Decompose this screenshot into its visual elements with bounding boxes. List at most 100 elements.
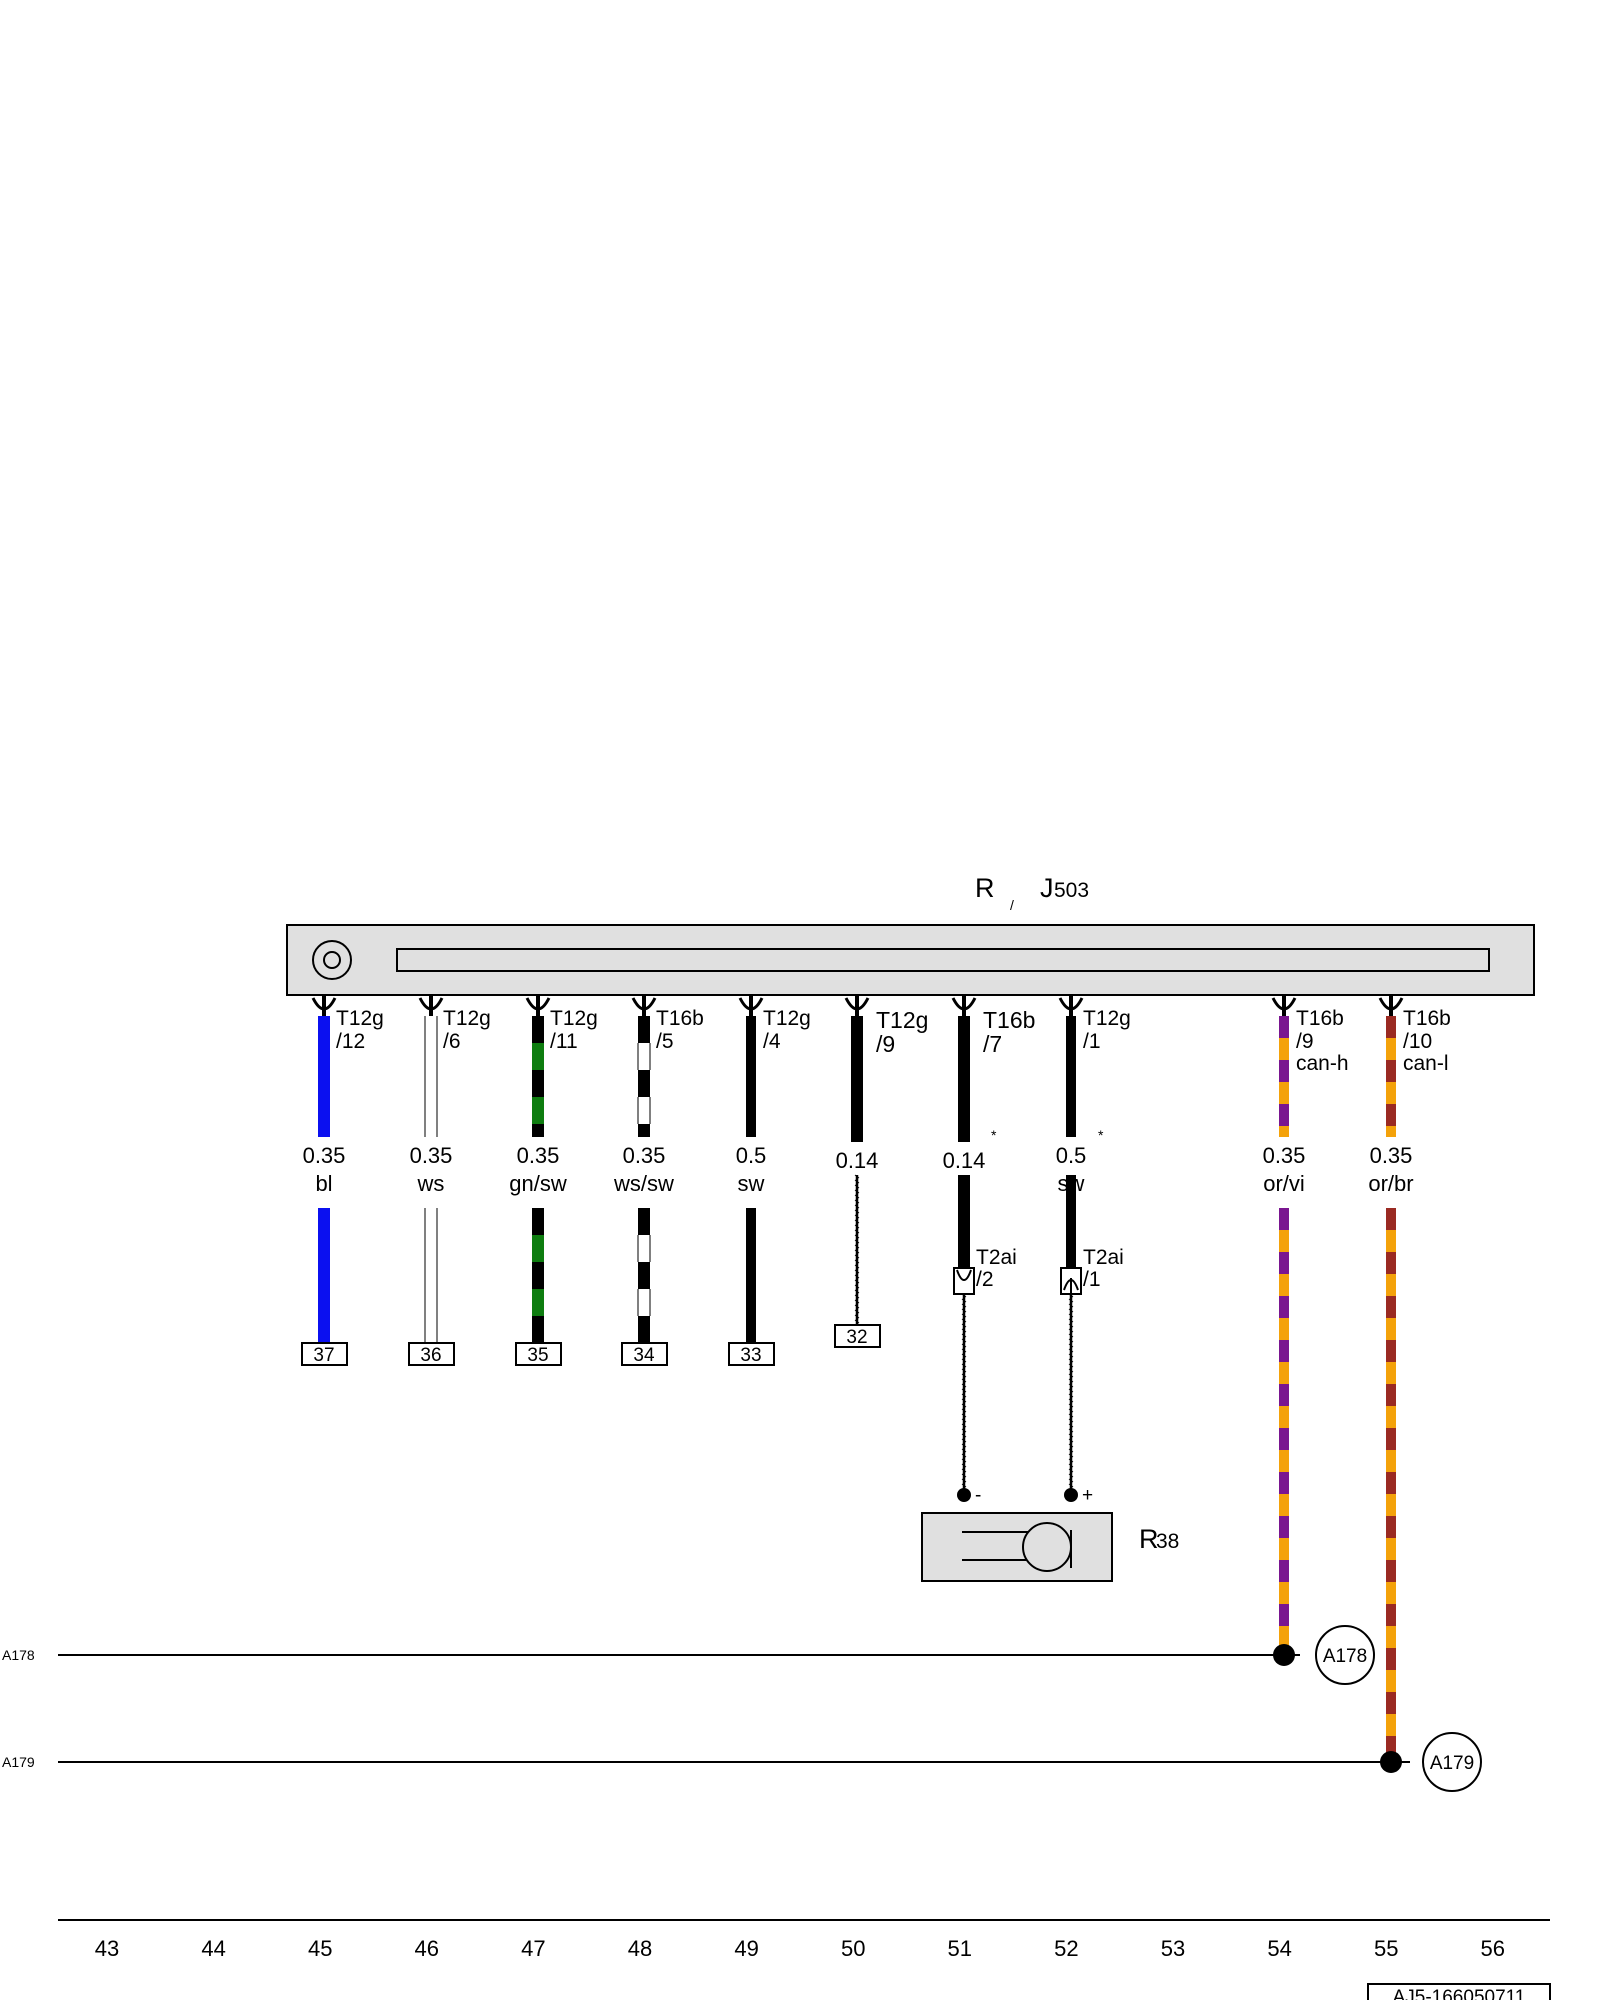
- wire-twisted-segment-hatch: [854, 1309, 860, 1314]
- housing-mount-icon: [312, 940, 352, 980]
- wire-twisted-segment-hatch: [854, 1224, 860, 1229]
- bus-line-label-a178: A178: [2, 1647, 35, 1663]
- wire-twisted-segment-hatch: [961, 1338, 967, 1343]
- wire-lower-segment-stripe: [1386, 1516, 1396, 1538]
- wire-lower-segment-stripe: [638, 1289, 650, 1316]
- wire-twisted-segment-hatch: [1068, 1358, 1074, 1363]
- wire-upper-segment: [958, 1016, 970, 1142]
- wire-lower-segment-stripe: [1386, 1208, 1396, 1230]
- wire-twisted-segment-hatch: [854, 1209, 860, 1214]
- wire-twisted-segment-hatch: [961, 1433, 967, 1438]
- wire-twisted-segment-hatch: [961, 1423, 967, 1428]
- wire-lower-segment-stripe: [1386, 1494, 1396, 1516]
- wire-lower-segment-stripe: [1386, 1692, 1396, 1714]
- wire-upper-segment-stripe: [1386, 1126, 1396, 1137]
- connector-pin-label: /6: [443, 1030, 461, 1053]
- connector-pin-icon: [1271, 995, 1297, 1016]
- scale-number: 45: [308, 1936, 332, 1961]
- wire-size-label: 0.35: [1263, 1143, 1306, 1168]
- wire-twisted-segment-hatch: [1068, 1443, 1074, 1448]
- wire-twisted-segment-hatch: [961, 1448, 967, 1453]
- wire-twisted-segment-hatch: [1068, 1363, 1074, 1368]
- wire-twisted-segment-hatch: [1068, 1388, 1074, 1393]
- wire-twisted-segment-hatch: [854, 1314, 860, 1319]
- terminal-number: 35: [527, 1345, 548, 1366]
- scale-number: 48: [628, 1936, 652, 1961]
- wire-twisted-segment-hatch: [961, 1293, 967, 1298]
- wire-twisted-segment-hatch: [961, 1353, 967, 1358]
- scale-number: 55: [1374, 1936, 1398, 1961]
- drawing-id-frame: [1367, 1983, 1551, 2000]
- wire-color-label: ws/sw: [613, 1171, 674, 1196]
- terminal-number: 36: [420, 1345, 441, 1366]
- wire-lower-segment-stripe: [1279, 1494, 1289, 1516]
- wire-twisted-segment-hatch: [854, 1269, 860, 1274]
- wire-twisted-segment-hatch: [961, 1373, 967, 1378]
- wire-twisted-segment-hatch: [961, 1328, 967, 1333]
- wire-lower-segment-stripe: [1279, 1296, 1289, 1318]
- terminal-box: [408, 1342, 455, 1366]
- wire-upper-segment-stripe: [638, 1043, 650, 1070]
- wire-lower-segment-fill: [318, 1208, 330, 1343]
- wire-upper-segment-fill: [318, 1016, 330, 1137]
- wire-twisted-segment-hatch: [854, 1289, 860, 1294]
- wire-twisted-segment-hatch: [1068, 1343, 1074, 1348]
- wire-size-label: 0.5: [1056, 1143, 1087, 1168]
- wire-twisted-segment-hatch: [854, 1219, 860, 1224]
- wire-lower-segment-stripe: [1386, 1714, 1396, 1736]
- wire-twisted-segment-hatch: [1068, 1313, 1074, 1318]
- wire-lower-segment-stripe: [1279, 1362, 1289, 1384]
- sub-connector-label: T2ai: [976, 1246, 1017, 1269]
- wire-twisted-segment-hatch: [854, 1274, 860, 1279]
- wire-twisted-segment-hatch: [854, 1259, 860, 1264]
- wire-twisted-segment-hatch: [1068, 1293, 1074, 1298]
- wire-lower-segment-stripe: [1279, 1428, 1289, 1450]
- connector-label: T12g: [876, 1007, 928, 1033]
- bus-line-label-a179: A179: [2, 1754, 35, 1770]
- wire-lower-segment-stripe: [1279, 1582, 1289, 1604]
- wire-lower-segment-stripe: [1386, 1736, 1396, 1758]
- wire-lower-segment-stripe: [1279, 1208, 1289, 1230]
- wire-upper-segment-stripe: [532, 1043, 544, 1070]
- wire-twisted-segment-hatch: [1068, 1428, 1074, 1433]
- wire-twisted-segment-hatch: [1068, 1303, 1074, 1308]
- wire-twisted-segment-hatch: [1068, 1463, 1074, 1468]
- wire-upper-segment-stripe: [1279, 1060, 1289, 1082]
- wire-lower-segment-stripe: [1279, 1604, 1289, 1626]
- wire-lower-segment-stripe: [532, 1262, 544, 1289]
- terminal-number: 34: [633, 1345, 655, 1366]
- connector-pin-icon: [1378, 995, 1404, 1016]
- wire-twisted-segment-hatch: [961, 1348, 967, 1353]
- wire-lower-segment-stripe: [1386, 1340, 1396, 1362]
- wire-twisted-segment-hatch: [961, 1478, 967, 1483]
- wire-lower-segment-fill: [958, 1175, 970, 1268]
- wire-lower-segment: [746, 1208, 756, 1343]
- sensor-minus-label: -: [975, 1485, 981, 1506]
- wire-color-label: or/vi: [1263, 1171, 1305, 1196]
- wire-twisted-segment-hatch: [1068, 1398, 1074, 1403]
- wire-twisted-segment-hatch: [854, 1299, 860, 1304]
- bus-reference-circle: [1422, 1732, 1482, 1792]
- wire-twisted-segment-hatch: [961, 1368, 967, 1373]
- wire-twisted-segment-hatch: [1068, 1473, 1074, 1478]
- wire-lower-segment-stripe: [1386, 1384, 1396, 1406]
- wire-lower-segment-stripe: [638, 1235, 650, 1262]
- wire-lower-segment-stripe: [1279, 1560, 1289, 1582]
- wire-twisted-segment-hatch: [1068, 1403, 1074, 1408]
- terminal-box: [834, 1324, 881, 1348]
- wire-twisted-segment: [1068, 1293, 1074, 1498]
- wire-upper-segment-stripe: [532, 1016, 544, 1043]
- wire-lower-segment-stripe: [1279, 1450, 1289, 1472]
- terminal-number: 32: [846, 1327, 867, 1348]
- wire-size-label: 0.35: [623, 1143, 666, 1168]
- wire-twisted-segment-hatch: [1068, 1458, 1074, 1463]
- bus-reference-label: A179: [1430, 1753, 1474, 1774]
